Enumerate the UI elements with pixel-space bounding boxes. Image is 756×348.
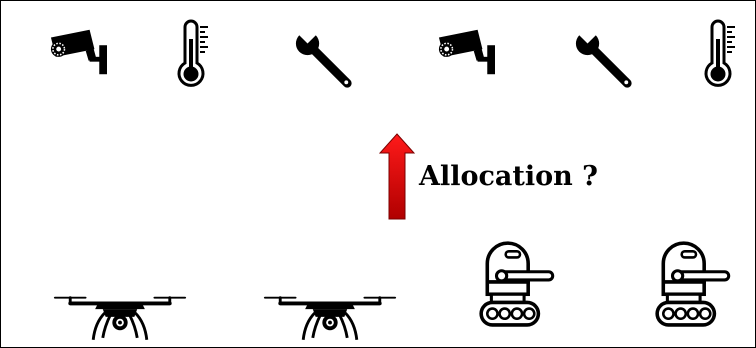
thermometer-icon [171,19,213,89]
allocation-label: Allocation ? [419,161,598,192]
thermometer-icon [698,19,740,89]
wrench-icon [573,29,635,91]
allocation-arrow [379,133,415,220]
drone-icon [263,283,397,343]
tracked-robot-icon [655,237,737,329]
wrench-icon [293,29,355,91]
drone-icon [53,283,187,343]
security-camera-icon [437,27,495,77]
security-camera-icon [49,27,107,77]
tracked-robot-icon [479,237,561,329]
